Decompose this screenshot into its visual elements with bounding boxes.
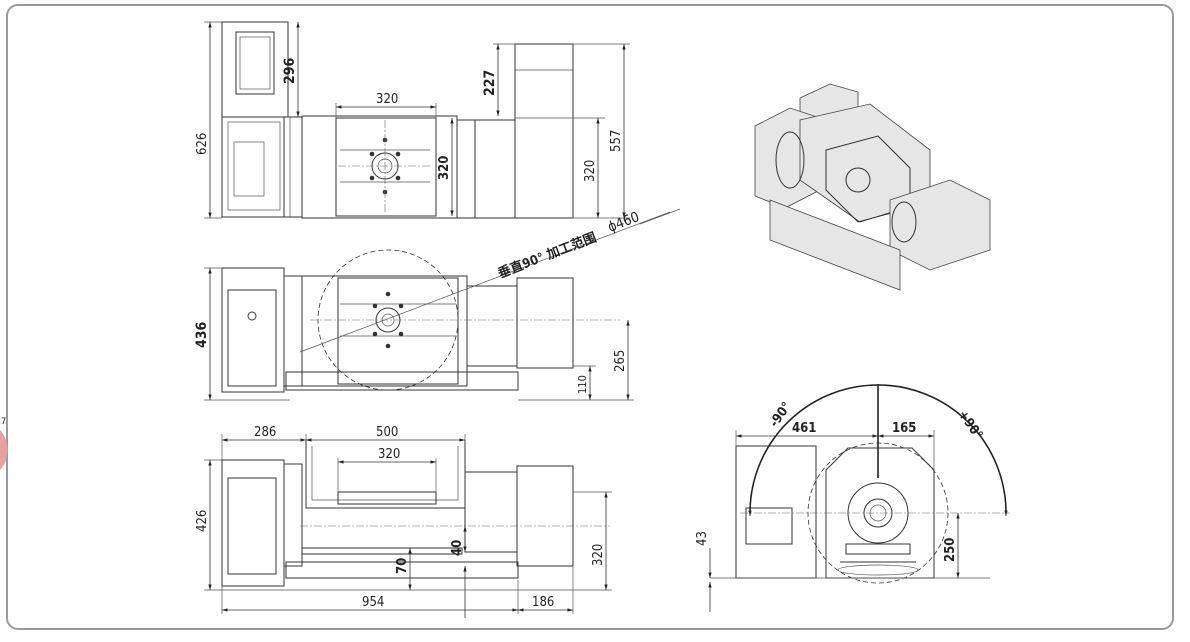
dim-557: 557 xyxy=(609,130,624,152)
dim-436: 436 xyxy=(194,321,210,348)
dim-43: 43 xyxy=(695,531,710,546)
dim-286: 286 xyxy=(254,425,276,440)
dim-320-side: 320 xyxy=(437,156,452,180)
bottom-view: 286 500 320 426 70 40 320 954 186 xyxy=(195,425,612,618)
front-view: 436 265 110 垂直90° 加工范围 ϕ460 xyxy=(194,208,681,401)
dim-954: 954 xyxy=(362,595,384,610)
minus-90-label: -90° xyxy=(767,400,795,431)
dim-250: 250 xyxy=(943,538,958,562)
dim-461: 461 xyxy=(792,421,816,436)
dim-40: 40 xyxy=(450,540,465,556)
dim-70: 70 xyxy=(395,558,410,574)
side-view: 461 165 -90° +90° 43 250 xyxy=(695,384,1010,612)
drawing-frame xyxy=(6,4,1174,630)
dim-265: 265 xyxy=(613,350,628,372)
dim-165: 165 xyxy=(892,421,916,436)
callout-label: 垂直90° 加工范围 xyxy=(496,229,599,281)
dim-296: 296 xyxy=(282,57,298,84)
dim-426: 426 xyxy=(195,510,210,532)
dim-186: 186 xyxy=(532,595,554,610)
margin-mark-shape xyxy=(0,430,8,470)
top-view: 626 296 320 320 227 320 557 xyxy=(195,21,630,219)
isometric-view xyxy=(754,83,991,291)
dim-110: 110 xyxy=(576,375,589,394)
dim-227: 227 xyxy=(482,70,498,96)
dim-626: 626 xyxy=(195,133,210,155)
dim-320-bottom: 320 xyxy=(378,447,400,462)
dim-500: 500 xyxy=(376,425,398,440)
margin-mark: 7 xyxy=(1,417,6,427)
dim-320-right: 320 xyxy=(591,544,606,566)
dim-320-motor: 320 xyxy=(583,160,598,182)
callout-diameter: ϕ460 xyxy=(606,209,642,236)
dim-320-top: 320 xyxy=(376,92,398,107)
